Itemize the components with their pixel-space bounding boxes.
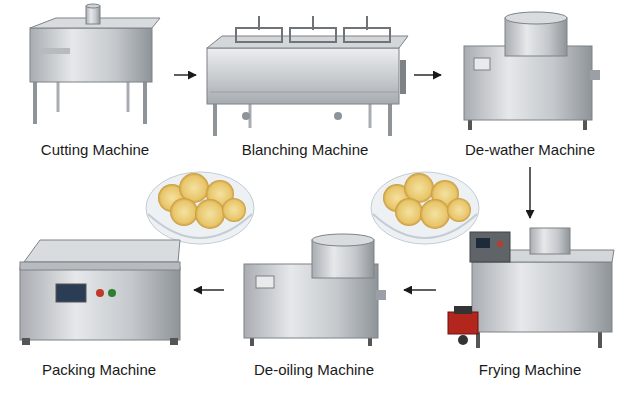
frying-machine-picture-part [454, 306, 472, 314]
banana-chips-bowl-part [373, 214, 477, 238]
machine-label: Blanching Machine [238, 141, 373, 159]
machine-step: Cutting Machine [20, 8, 170, 163]
machine-step: De-wather Machine [445, 8, 615, 163]
banana-chips-bowl-part [371, 172, 479, 244]
flow-arrow [529, 167, 530, 218]
blanching-machine-picture-part [344, 28, 390, 42]
dewater-machine-picture-part [464, 46, 592, 120]
deoiling-machine-picture-part [376, 290, 386, 300]
blanching-machine-picture-part [400, 60, 406, 94]
cutting-machine-picture-part [86, 6, 100, 24]
cutting-machine-picture-part [86, 4, 100, 8]
banana-chips-bowl [371, 172, 479, 244]
packing-machine-picture-part [20, 262, 180, 270]
machine-label: Cutting Machine [37, 141, 153, 159]
deoiling-machine-picture [244, 234, 386, 346]
packing-machine-picture-part [108, 289, 116, 297]
frying-machine-picture-part [472, 262, 612, 332]
banana-chips-bowl-part [222, 198, 246, 222]
dewater-machine-picture [464, 12, 600, 130]
flow-arrow [414, 74, 441, 75]
frying-machine-picture [448, 228, 614, 348]
cutting-machine-picture-part [33, 80, 37, 124]
blanching-machine-picture-part [334, 112, 342, 120]
packing-machine-picture [20, 240, 180, 345]
banana-chips-bowl [146, 172, 254, 244]
packing-machine-picture-part [22, 338, 30, 345]
blanching-machine-picture [207, 16, 408, 136]
cutting-machine-picture-part [143, 80, 147, 124]
frying-machine-picture-part [497, 241, 503, 247]
blanching-machine-picture-part [312, 16, 314, 30]
cutting-machine-picture-part [57, 78, 60, 112]
blanching-machine-picture-part [213, 100, 217, 136]
frying-machine-picture-part [598, 330, 602, 348]
machine-step: Packing Machine [8, 222, 190, 383]
cutting-machine-picture-part [40, 48, 70, 54]
packing-machine-picture-part [56, 284, 86, 302]
machine-step: Frying Machine [440, 222, 620, 383]
packing-machine-picture-part [96, 289, 104, 297]
blanching-machine-picture-part [242, 112, 250, 120]
blanching-machine-picture-part [290, 28, 336, 42]
frying-machine-picture-part [530, 228, 570, 254]
deoiling-machine-picture-part [256, 276, 274, 288]
banana-chips-bowl-part [146, 172, 254, 244]
blanching-machine-picture-part [388, 100, 392, 136]
banana-chips-bowl-part [195, 199, 225, 229]
packing-machine-picture-part [170, 338, 178, 345]
frying-machine-picture-part [448, 312, 478, 334]
flow-arrow [404, 289, 436, 290]
deoiling-machine-picture-part [312, 234, 374, 246]
flow-arrow [174, 74, 196, 75]
blanching-machine-picture-part [210, 92, 398, 93]
dewater-machine-picture-part [590, 70, 600, 80]
banana-chips-bowl-part [447, 198, 471, 222]
cutting-machine-picture-part [127, 78, 130, 112]
flow-arrow [194, 289, 224, 290]
machine-step: De-oiling Machine [228, 222, 400, 383]
frying-machine-picture-part [476, 238, 490, 248]
banana-chips-bowl-part [420, 199, 450, 229]
frying-machine-picture-part [470, 232, 510, 262]
machine-step: Blanching Machine [200, 8, 410, 163]
cutting-machine-picture [30, 4, 160, 124]
banana-chips-bowl-part [395, 198, 423, 226]
blanching-machine-picture-part [207, 48, 399, 104]
packing-machine-picture-part [20, 268, 180, 340]
blanching-machine-picture-part [236, 28, 282, 42]
packing-machine-picture-part [24, 240, 180, 262]
machine-label: Frying Machine [475, 361, 586, 379]
dewater-machine-picture-part [474, 58, 490, 70]
frying-machine-picture-part [458, 335, 468, 345]
banana-chips-bowl-part [148, 214, 252, 238]
dewater-machine-picture-part [505, 12, 567, 24]
machine-label: De-wather Machine [461, 141, 599, 159]
machine-label: Packing Machine [38, 361, 160, 379]
blanching-machine-picture-part [258, 16, 260, 30]
banana-chips-bowl-part [170, 198, 198, 226]
machine-label: De-oiling Machine [250, 361, 378, 379]
cutting-machine-picture-part [30, 28, 152, 82]
blanching-machine-picture-part [366, 16, 368, 30]
